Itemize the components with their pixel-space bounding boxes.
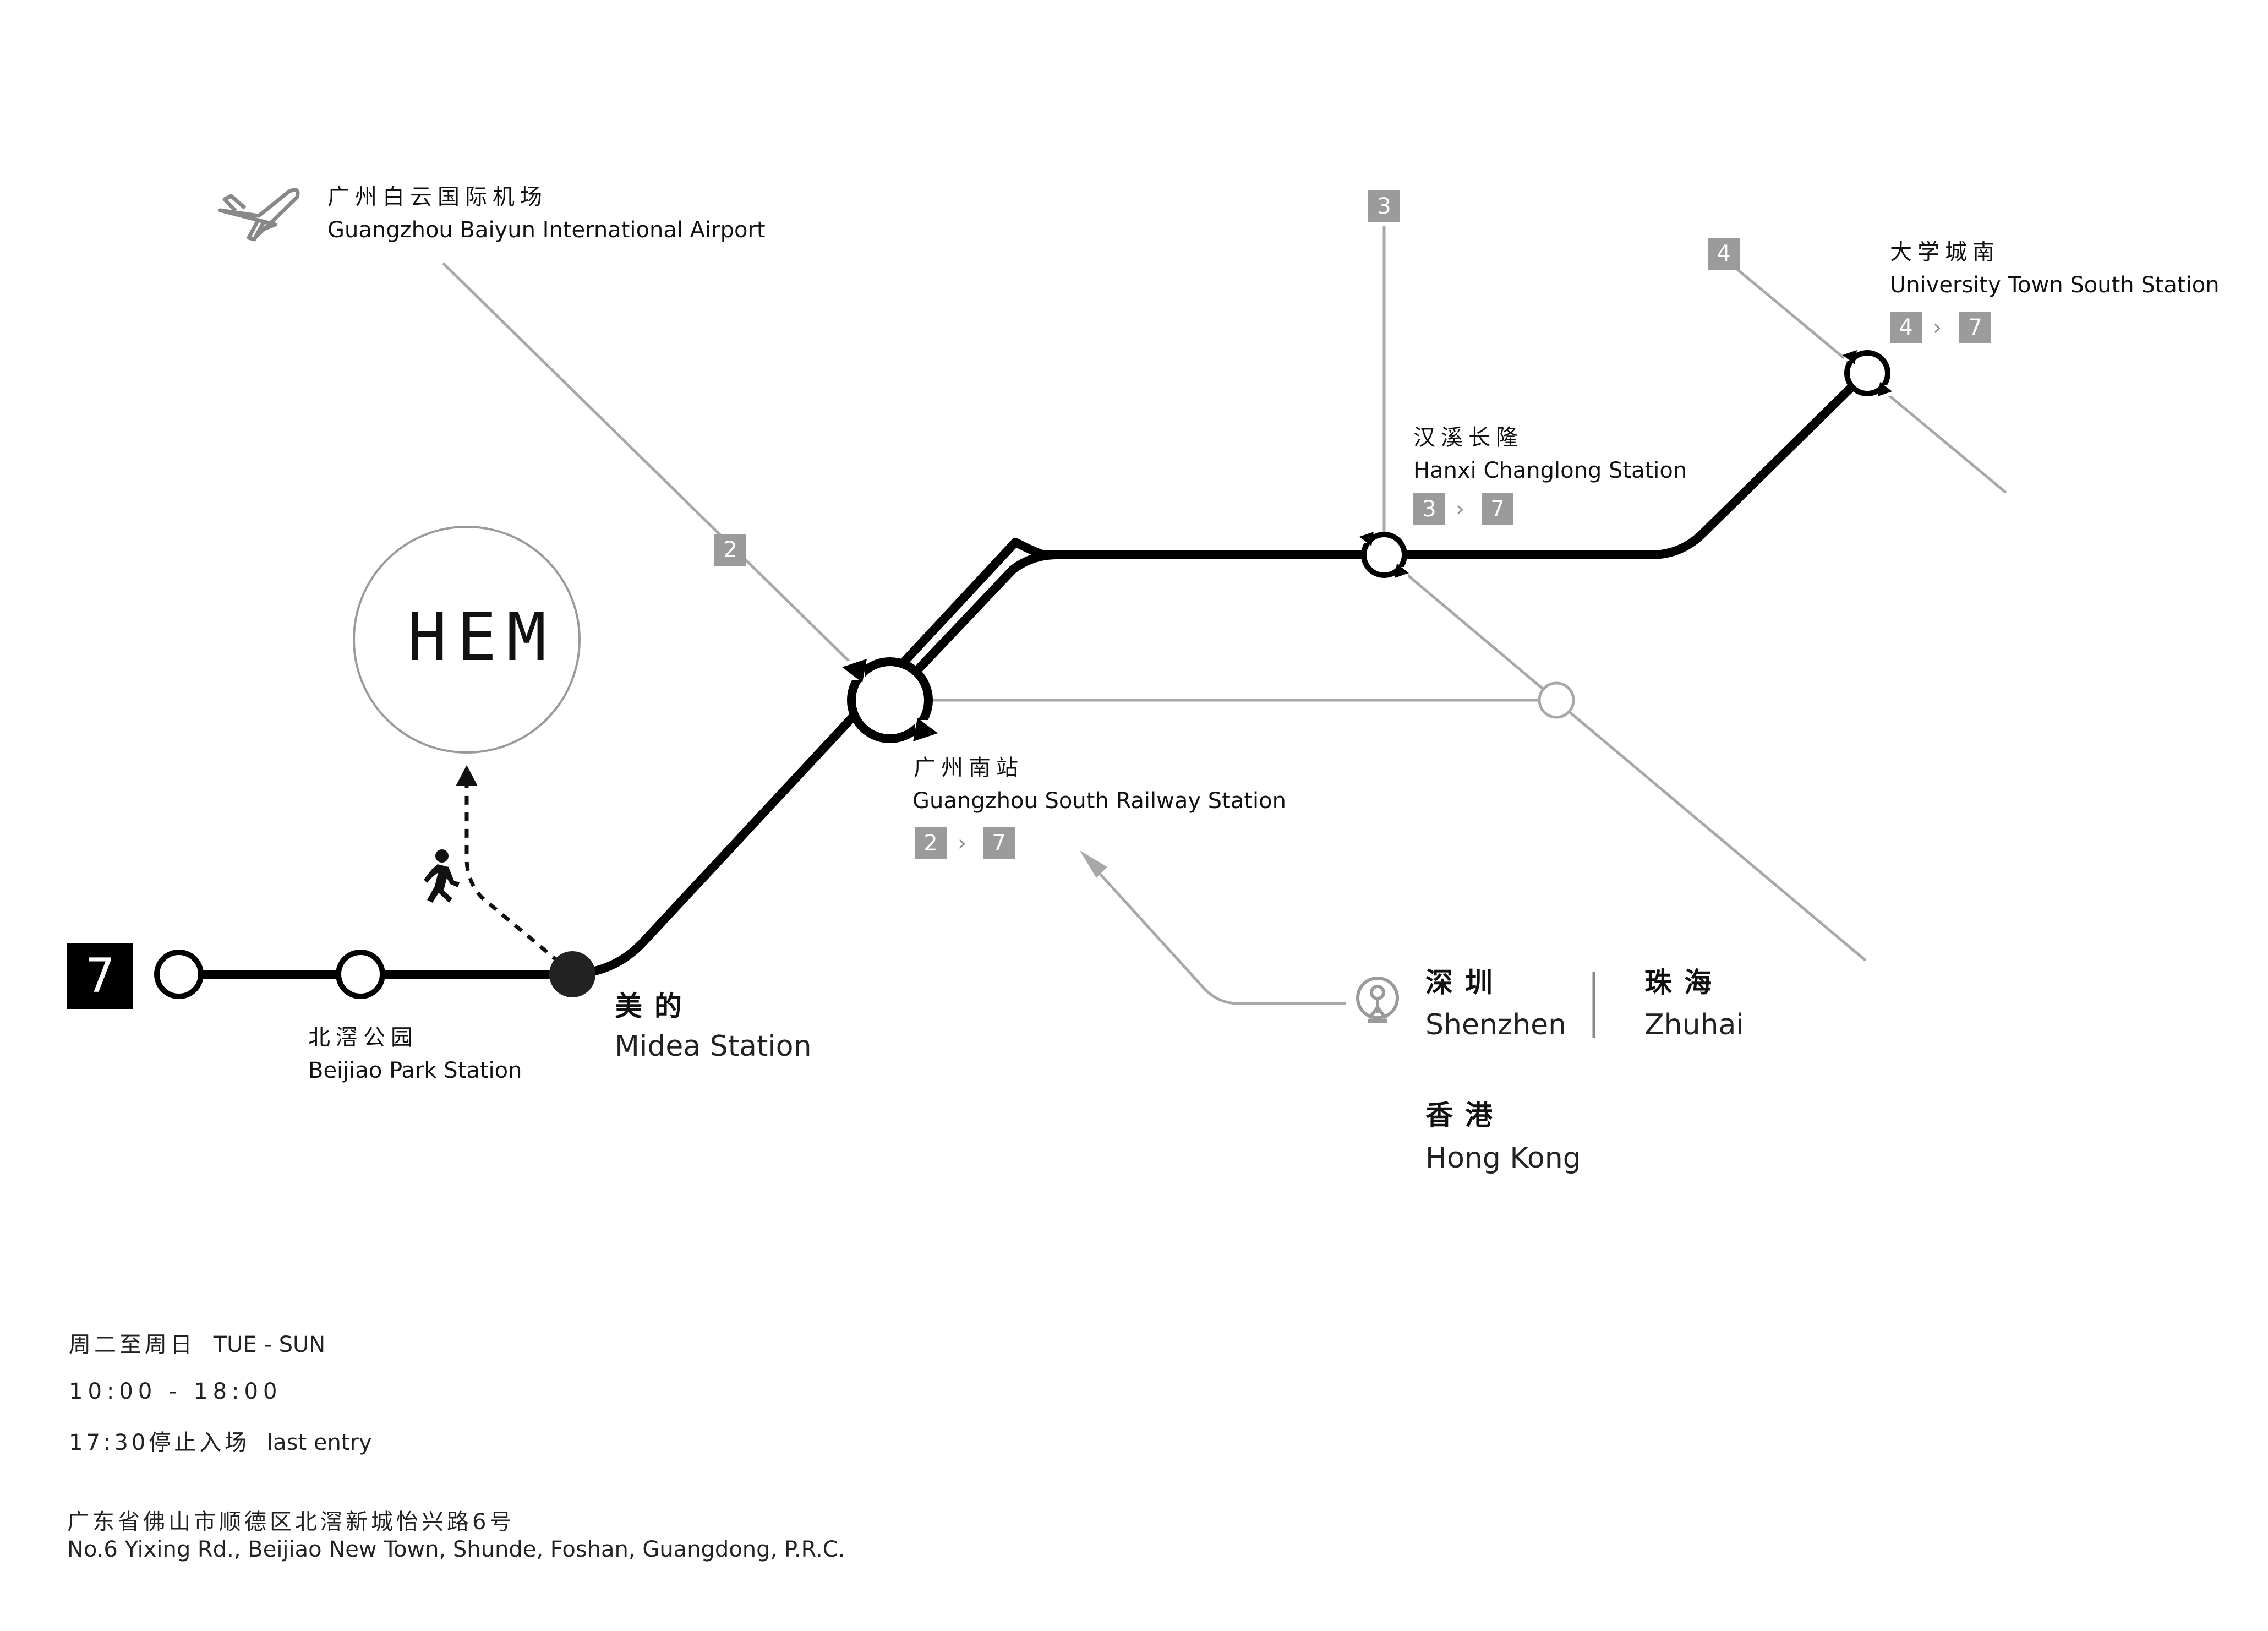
line-7-track (179, 370, 1869, 979)
transfer-to-badge: 7 (1959, 312, 1991, 343)
address-zh: 广东省佛山市顺德区北滘新城怡兴路6号 (67, 1509, 515, 1535)
destination-hongkong-zh: 香港 (1425, 1099, 1505, 1131)
address-en: No.6 Yixing Rd., Beijiao New Town, Shund… (67, 1537, 845, 1562)
line-2-badge[interactable]: 2 (714, 534, 746, 566)
destination-shenzhen-en: Shenzhen (1425, 1008, 1567, 1041)
interchange-icon[interactable] (1843, 350, 1892, 396)
destination-hongkong-en: Hong Kong (1425, 1142, 1581, 1175)
line-2-segment (442, 262, 864, 675)
transfer-from-badge: 4 (1890, 312, 1922, 343)
walking-arrow-head (456, 765, 478, 786)
last-entry-en: last entry (267, 1430, 372, 1455)
destination-zhuhai-en: Zhuhai (1644, 1008, 1744, 1041)
opening-days-en: TUE - SUN (213, 1332, 326, 1357)
station-university-town-south-en: University Town South Station (1890, 272, 2220, 298)
airport-name-en: Guangzhou Baiyun International Airport (327, 217, 766, 243)
transfer-chevron-icon: › (1456, 497, 1464, 522)
opening-time: 10:00 - 18:00 (69, 1379, 282, 1404)
station-beijiao-park-zh: 北滘公园 (308, 1025, 418, 1050)
destination-shenzhen-zh: 深圳 (1425, 967, 1505, 999)
transfer-chevron-icon: › (958, 831, 966, 856)
line-3-badge[interactable]: 3 (1368, 190, 1400, 222)
railway-arrow-line (1094, 868, 1346, 1005)
hem-logo-text: HEM (407, 599, 556, 676)
last-entry: 17:30停止入场 last entry (69, 1425, 372, 1457)
destination-zhuhai-zh: 珠海 (1644, 967, 1724, 999)
transfer-from-badge: 3 (1413, 493, 1445, 525)
airplane-icon (218, 188, 300, 242)
railway-station-icon (1356, 977, 1399, 1023)
station-beijiao-park-en: Beijiao Park Station (308, 1058, 522, 1083)
station-hanxi-changlong-en: Hanxi Changlong Station (1413, 458, 1687, 483)
hanxi-to-rail-segment (1397, 566, 1557, 701)
last-entry-zh: 17:30停止入场 (69, 1430, 250, 1455)
interchange-icon[interactable] (1359, 532, 1409, 578)
station-university-town-south-zh: 大学城南 (1890, 239, 2000, 265)
opening-days: 周二至周日 TUE - SUN (69, 1327, 325, 1359)
other-lines (442, 226, 2007, 1005)
station-guangzhou-south-zh: 广州南站 (914, 755, 1024, 781)
interchange-icon[interactable] (842, 657, 938, 743)
track-mask (644, 534, 1029, 561)
transfer-from-badge: 2 (915, 827, 947, 859)
walking-path (464, 776, 574, 975)
walking-person-icon (424, 849, 460, 903)
station-start[interactable] (154, 950, 204, 999)
rail-junction-node (1538, 681, 1575, 719)
line-7-upper (886, 550, 1384, 703)
transfer-chevron-icon: › (1933, 315, 1942, 340)
station-midea-zh: 美的 (615, 990, 694, 1022)
transfer-to-badge: 7 (1482, 493, 1513, 525)
station-hanxi-changlong-zh: 汉溪长隆 (1413, 425, 1523, 450)
station-guangzhou-south-en: Guangzhou South Railway Station (912, 788, 1286, 814)
station-midea-en: Midea Station (615, 1030, 812, 1063)
station-beijiao-park[interactable] (336, 950, 385, 999)
station-midea[interactable] (549, 951, 595, 997)
line-4-badge[interactable]: 4 (1708, 238, 1740, 270)
hem-logo-circle[interactable] (353, 526, 581, 754)
transfer-to-badge: 7 (983, 827, 1015, 859)
airport-name-zh: 广州白云国际机场 (327, 184, 548, 210)
rail-southeast-segment (1567, 710, 1867, 962)
opening-days-zh: 周二至周日 (69, 1332, 195, 1357)
line-7-badge[interactable]: 7 (67, 943, 133, 1009)
railway-arrow-head (1080, 850, 1107, 878)
